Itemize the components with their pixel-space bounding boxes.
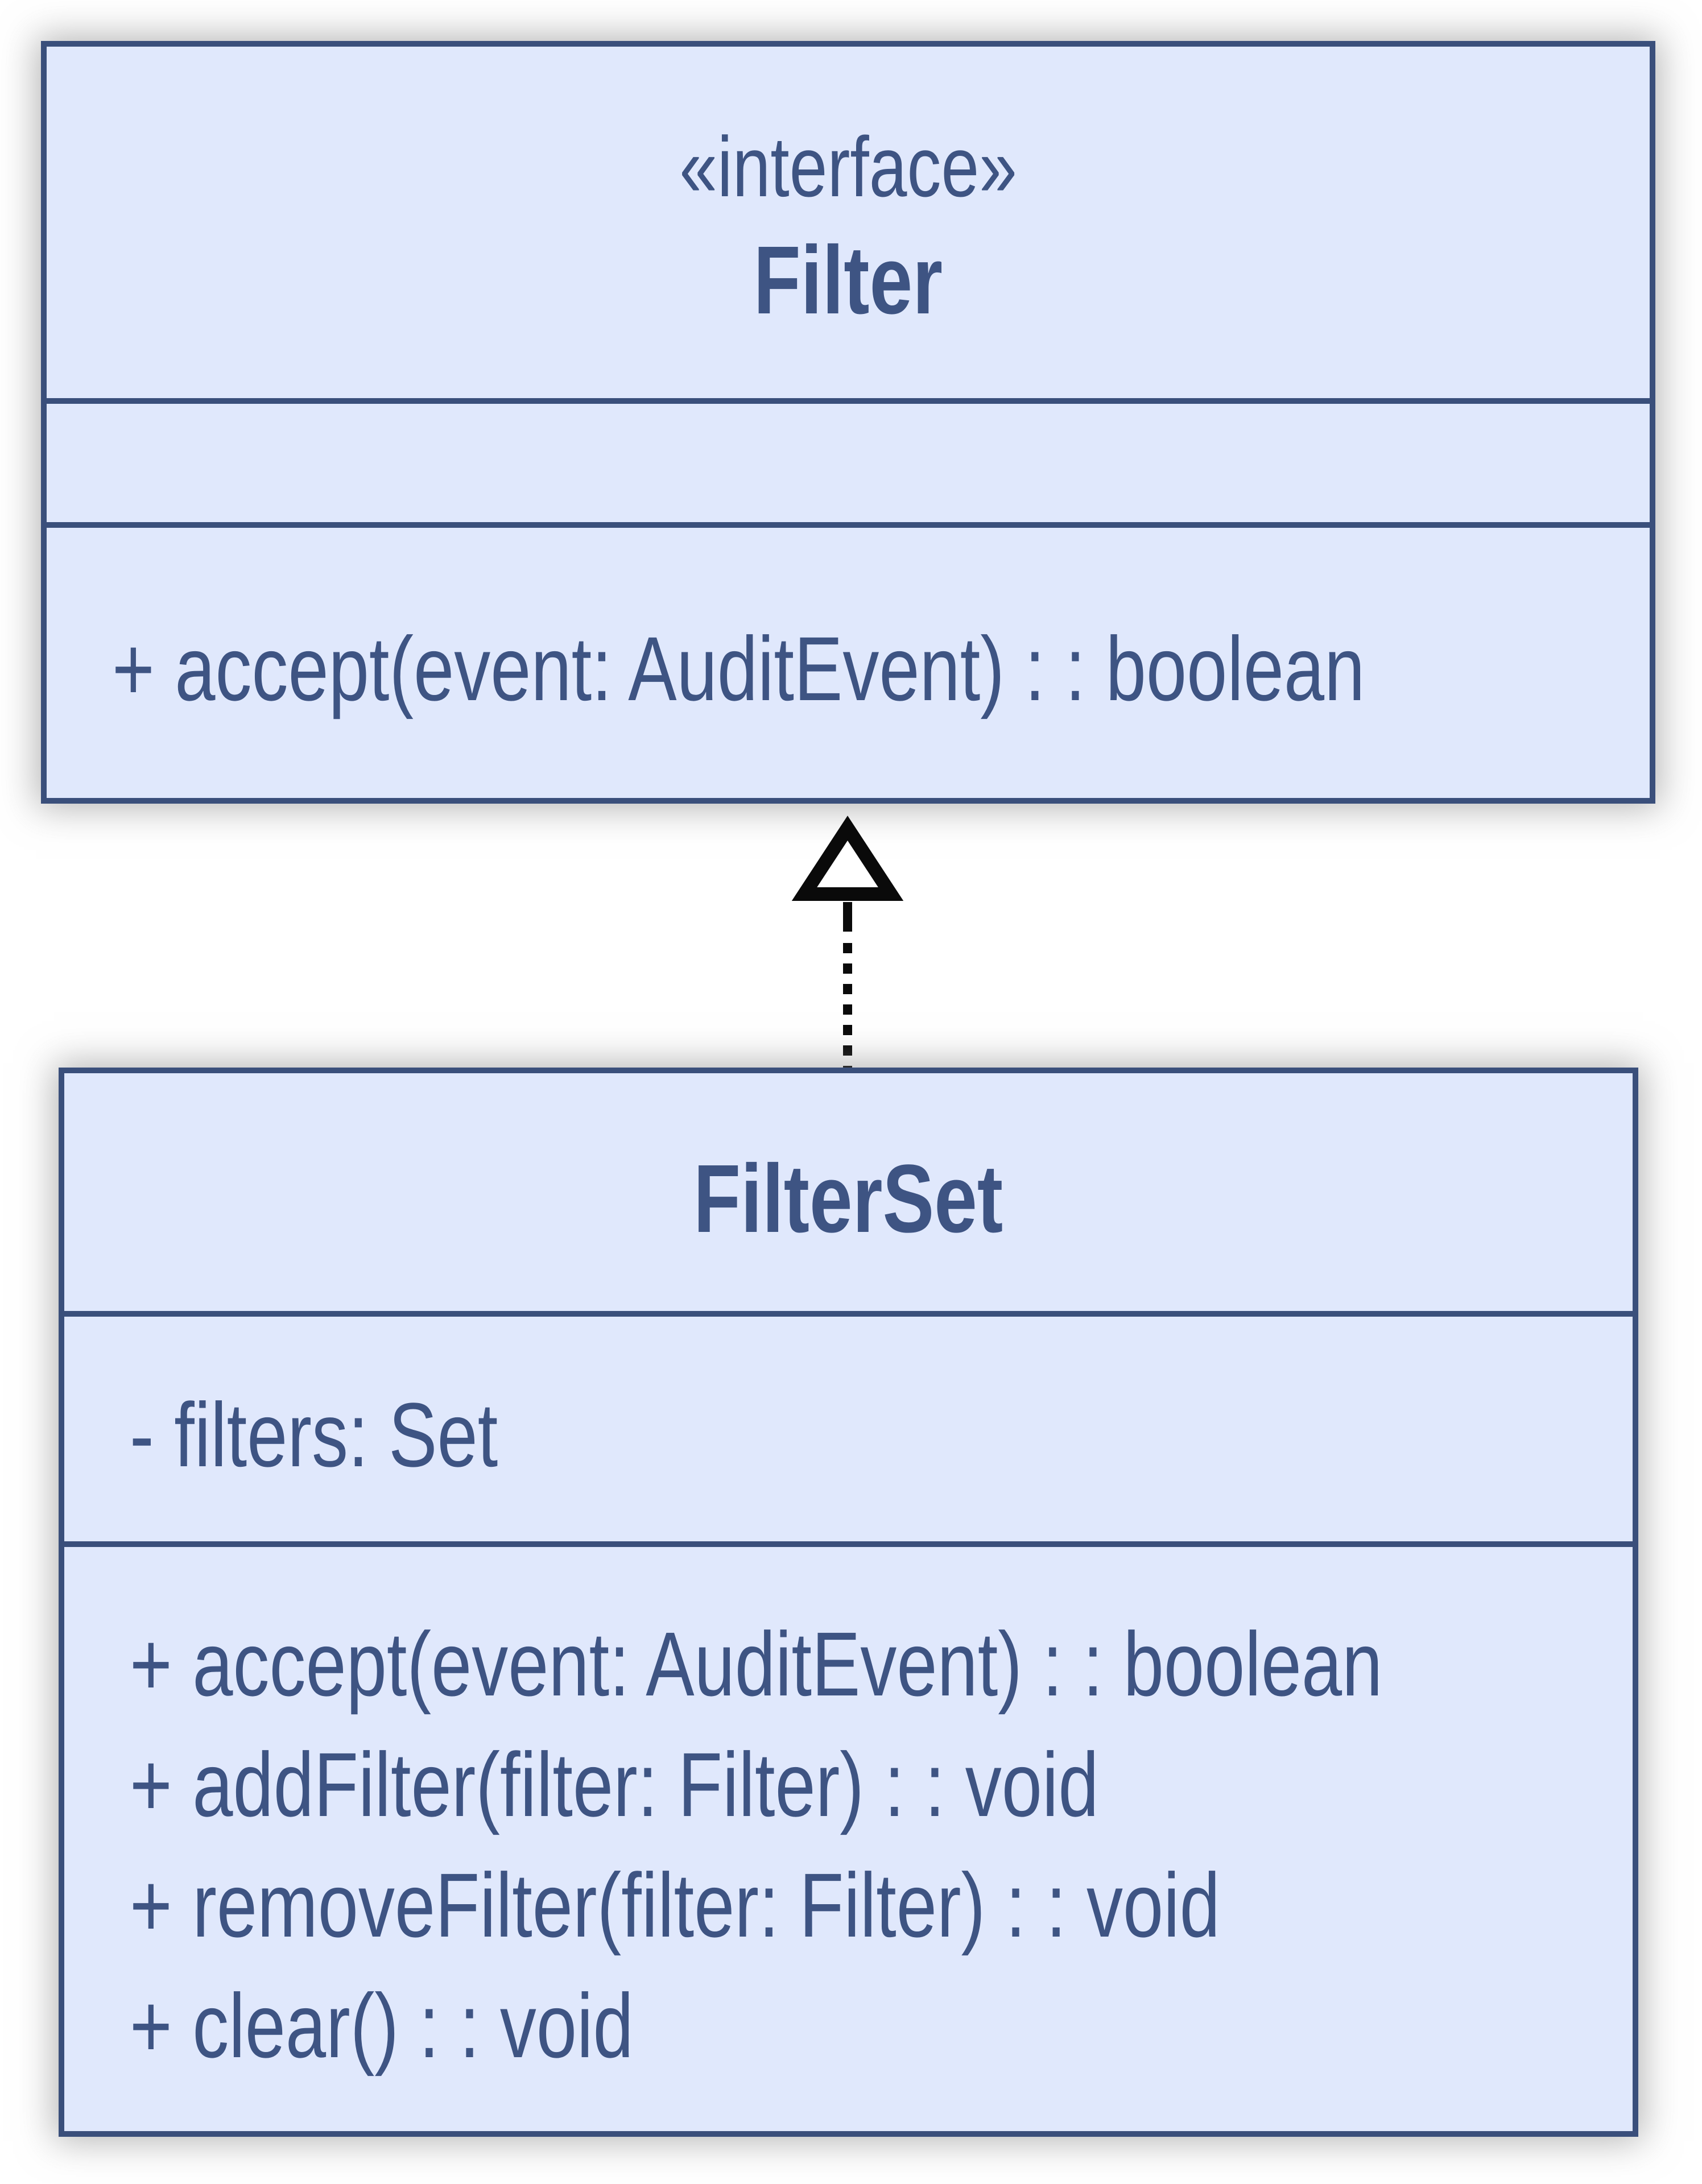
class-name-label: FilterSet xyxy=(693,1145,1003,1253)
method-line: + accept(event: AuditEvent) : : boolean xyxy=(130,1612,1383,1715)
class-box-filterset: FilterSet - filters: Set + accept(event:… xyxy=(59,1068,1638,2137)
class-name-label: Filter xyxy=(753,226,943,334)
class-filter-stereotype: «interface» xyxy=(637,114,1059,220)
class-filterset-name: FilterSet xyxy=(655,1138,1042,1260)
method-line: + addFilter(filter: Filter) : : void xyxy=(130,1733,1099,1835)
class-filterset-title-compartment: FilterSet xyxy=(64,1073,1633,1317)
realization-arrow xyxy=(791,816,904,1068)
class-filterset-methods-compartment: + accept(event: AuditEvent) : : boolean … xyxy=(64,1547,1633,2131)
hollow-triangle-arrowhead-icon xyxy=(791,816,904,901)
class-filter-title-compartment: «interface» Filter xyxy=(47,47,1650,404)
method-line: + removeFilter(filter: Filter) : : void xyxy=(130,1854,1220,1956)
class-box-filter: «interface» Filter + accept(event: Audit… xyxy=(41,41,1655,804)
method-line: + accept(event: AuditEvent) : : boolean xyxy=(112,617,1365,719)
class-filter-methods-compartment: + accept(event: AuditEvent) : : boolean xyxy=(47,528,1650,798)
class-filter-name: Filter xyxy=(730,220,966,342)
class-filter-attributes-compartment xyxy=(47,404,1650,528)
attribute-line: - filters: Set xyxy=(130,1383,498,1486)
class-filterset-attributes-compartment: - filters: Set xyxy=(64,1317,1633,1547)
stereotype-label: «interface» xyxy=(679,119,1017,214)
method-line: + clear() : : void xyxy=(130,1974,634,2077)
